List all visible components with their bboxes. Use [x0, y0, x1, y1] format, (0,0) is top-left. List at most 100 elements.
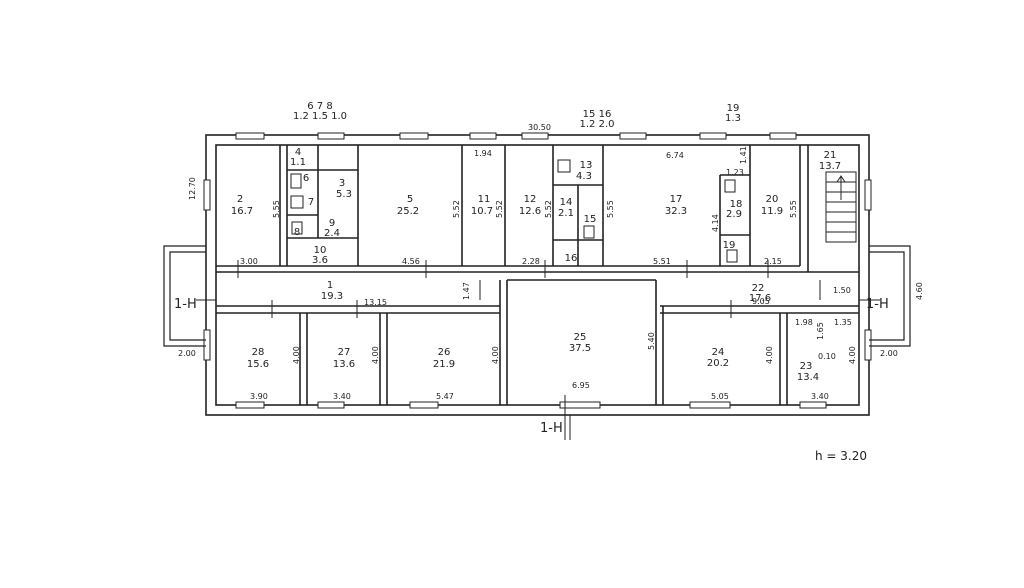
room-11-area: 10.7 [471, 206, 493, 217]
room-12-number: 12 [524, 194, 537, 205]
room-5-area: 25.2 [397, 206, 419, 217]
room-22-area: 17.6 [749, 293, 771, 304]
ceiling-height-note: h = 3.20 [815, 449, 867, 463]
dimension-ticks [237, 260, 821, 440]
room-5-number: 5 [407, 194, 413, 205]
sanitary-fixtures [290, 159, 738, 263]
room-2-area: 16.7 [231, 206, 253, 217]
room-13-area: 4.3 [576, 171, 592, 182]
dim-6-95: 6.95 [572, 381, 590, 390]
room-24-area: 20.2 [707, 358, 729, 369]
dim-0-10: 0.10 [818, 352, 836, 361]
dim-5-51: 5.51 [653, 257, 671, 266]
room-3-area: 5.3 [336, 189, 352, 200]
dim-room5-height: 5.52 [452, 200, 461, 218]
room-13-number: 13 [580, 160, 593, 171]
room-4-number: 4 [295, 147, 301, 158]
dim-5-05: 5.05 [711, 392, 729, 401]
room-labels: 2 16.7 3 5.3 4 1.1 5 25.2 6 7 8 9 2.4 10… [231, 147, 841, 383]
room-21-area: 13.7 [819, 161, 841, 172]
dim-room20-height: 5.55 [789, 200, 798, 218]
room-17-area: 32.3 [665, 206, 687, 217]
room-3-number: 3 [339, 178, 345, 189]
room-23-number: 23 [800, 361, 813, 372]
dim-4-14: 4.14 [711, 214, 720, 232]
section-marks: 1-Н 1-Н 1-Н [174, 297, 889, 440]
dim-room13-height: 5.55 [606, 200, 615, 218]
dim-room26-height: 4.00 [491, 346, 500, 364]
dim-5-40: 5.40 [647, 332, 656, 350]
dim-1-65: 1.65 [816, 322, 825, 340]
room-4-area: 1.1 [290, 157, 306, 168]
room-9-number: 9 [329, 218, 335, 229]
section-mark-left: 1-Н [174, 297, 197, 312]
walls [205, 134, 870, 416]
windows [203, 132, 872, 409]
legend-2-areas: 1.2 2.0 [580, 119, 615, 130]
porches [163, 245, 911, 347]
dim-6-74: 6.74 [666, 151, 684, 160]
room-15-number: 15 [584, 214, 597, 225]
dim-3-40-right: 3.40 [811, 392, 829, 401]
dim-1-98: 1.98 [795, 318, 813, 327]
dim-room11-height: 5.52 [495, 200, 504, 218]
dim-2-15: 2.15 [764, 257, 782, 266]
room-19-number: 19 [723, 240, 736, 251]
dim-9-05: 9.05 [752, 297, 770, 306]
room-14-area: 2.1 [558, 208, 574, 219]
room-1-area: 19.3 [321, 291, 343, 302]
room-10-area: 3.6 [312, 255, 328, 266]
room-20-number: 20 [766, 194, 779, 205]
room-22-number: 22 [752, 283, 765, 294]
dim-room2-height: 5.55 [272, 200, 281, 218]
legend-3-areas: 1.3 [725, 113, 741, 124]
dim-3-40-left: 3.40 [333, 392, 351, 401]
dimension-labels: 30.50 12.70 4.60 2.00 2.00 1.94 6.74 1.4… [178, 123, 924, 401]
section-mark-bottom: 1-Н [540, 421, 563, 436]
room-28-area: 15.6 [247, 359, 269, 370]
room-11-number: 11 [478, 194, 491, 205]
dim-porch-right-depth: 4.60 [915, 282, 924, 300]
room-1-number: 1 [327, 280, 333, 291]
dim-room23-height: 4.00 [848, 346, 857, 364]
dim-4-56: 4.56 [402, 257, 420, 266]
room-7-number: 7 [308, 197, 314, 208]
room-28-number: 28 [252, 347, 265, 358]
room-14-number: 14 [560, 197, 573, 208]
room-24-number: 24 [712, 347, 725, 358]
room-25-number: 25 [574, 332, 587, 343]
legend-1-areas: 1.2 1.5 1.0 [293, 111, 347, 122]
room-26-area: 21.9 [433, 359, 455, 370]
dim-1-41: 1.41 [739, 146, 748, 164]
dim-porch-left: 2.00 [178, 349, 196, 358]
dim-3-00: 3.00 [240, 257, 258, 266]
legend-2-names: 15 16 [583, 109, 612, 120]
legend-3-names: 19 [727, 103, 740, 114]
room-8-number: 8 [294, 227, 300, 238]
room-17-number: 17 [670, 194, 683, 205]
dim-room24-height: 4.00 [765, 346, 774, 364]
legend-1-names: 6 7 8 [307, 101, 332, 112]
room-2-number: 2 [237, 194, 243, 205]
section-mark-right: 1-Н [866, 297, 889, 312]
dim-5-47: 5.47 [436, 392, 454, 401]
dim-total-length: 30.50 [528, 123, 551, 132]
room-9-area: 2.4 [324, 228, 340, 239]
dim-room27-height: 4.00 [371, 346, 380, 364]
room-10-number: 10 [314, 245, 327, 256]
dim-1-94: 1.94 [474, 149, 492, 158]
dim-total-width: 12.70 [188, 177, 197, 200]
dim-1-50: 1.50 [833, 286, 851, 295]
room-27-area: 13.6 [333, 359, 355, 370]
dim-1-35: 1.35 [834, 318, 852, 327]
dim-3-90: 3.90 [250, 392, 268, 401]
dim-1-47: 1.47 [462, 282, 471, 300]
dim-2-28: 2.28 [522, 257, 540, 266]
room-23-area: 13.4 [797, 372, 819, 383]
room-6-number: 6 [303, 173, 309, 184]
room-16-number: 16 [565, 253, 578, 264]
small-rooms-legend: 6 7 8 1.2 1.5 1.0 15 16 1.2 2.0 19 1.3 [293, 101, 741, 130]
room-21-number: 21 [824, 150, 837, 161]
room-27-number: 27 [338, 347, 351, 358]
